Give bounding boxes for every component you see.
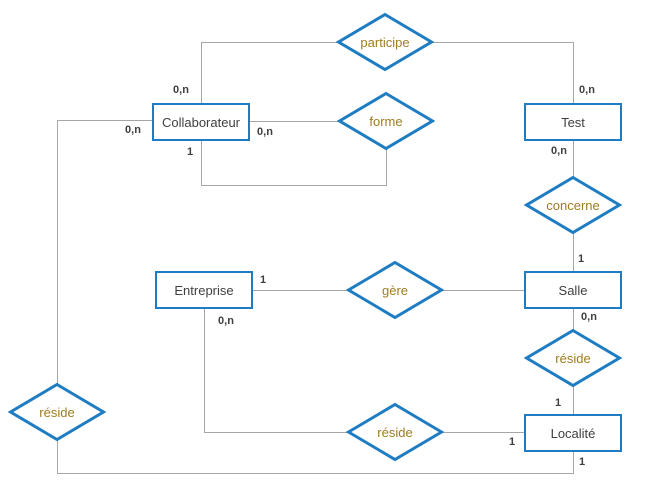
entity-label: Salle [558, 282, 588, 298]
entity-label: Collaborateur [161, 114, 241, 130]
connector-line [204, 308, 205, 432]
cardinality-collaborateur-reside: 0,n [125, 124, 141, 136]
cardinality-salle-reside: 0,n [581, 311, 597, 323]
connector-line [573, 140, 574, 178]
connector-line [430, 42, 573, 43]
connector-line [573, 42, 574, 103]
entity-label: Localité [550, 425, 596, 441]
relation-label: participe [360, 34, 410, 50]
connector-line [253, 290, 349, 291]
relation-gere[interactable]: gère [346, 260, 444, 320]
cardinality-localite-reside-salle: 1 [554, 397, 562, 409]
entity-collaborateur[interactable]: Collaborateur [152, 103, 250, 141]
relation-reside-collaborateur[interactable]: réside [8, 382, 106, 442]
connector-line [57, 120, 152, 121]
connector-line [57, 120, 58, 386]
diamond-shape-icon [336, 12, 434, 72]
cardinality-test-participe: 0,n [579, 84, 595, 96]
connector-line [201, 185, 387, 186]
cardinality-collaborateur-forme: 0,n [257, 126, 273, 138]
entity-label: Entreprise [174, 282, 234, 298]
diamond-shape-icon [8, 382, 106, 442]
entity-localite[interactable]: Localité [524, 414, 622, 452]
entity-test[interactable]: Test [524, 103, 622, 141]
connector-line [57, 439, 58, 474]
cardinality-collaborateur-participe: 0,n [173, 84, 189, 96]
diamond-shape-icon [524, 175, 622, 235]
connector-line [442, 290, 524, 291]
diamond-shape-icon [346, 402, 444, 462]
connector-line [573, 452, 574, 474]
entity-entreprise[interactable]: Entreprise [155, 271, 253, 309]
relation-forme[interactable]: forme [337, 91, 435, 151]
cardinality-entreprise-gere: 1 [259, 274, 267, 286]
diamond-shape-icon [524, 328, 622, 388]
connector-line [441, 432, 524, 433]
connector-line [573, 308, 574, 332]
relation-label: réside [377, 424, 413, 440]
relation-label: gère [381, 282, 409, 298]
relation-label: forme [369, 113, 403, 129]
connector-line [250, 121, 340, 122]
cardinality-collaborateur-forme-bas: 1 [186, 146, 194, 158]
cardinality-localite-reside-entreprise: 1 [508, 436, 516, 448]
connector-line [386, 148, 387, 186]
cardinality-salle-concerne: 1 [577, 253, 585, 265]
connector-line [573, 384, 574, 414]
connector-line [201, 42, 340, 43]
relation-participe[interactable]: participe [336, 12, 434, 72]
relation-label: réside [39, 404, 75, 420]
connector-line [201, 42, 202, 103]
diamond-shape-icon [346, 260, 444, 320]
connector-line [201, 140, 202, 186]
relation-reside-entreprise[interactable]: réside [346, 402, 444, 462]
cardinality-test-concerne: 0,n [551, 145, 567, 157]
diamond-shape-icon [337, 91, 435, 151]
connector-line [573, 232, 574, 272]
connector-line [204, 432, 350, 433]
relation-label: réside [555, 350, 591, 366]
relation-label: concerne [546, 197, 600, 213]
relation-reside-salle[interactable]: réside [524, 328, 622, 388]
connector-line [57, 473, 574, 474]
cardinality-entreprise-reside: 0,n [218, 315, 234, 327]
entity-label: Test [561, 114, 585, 130]
entity-salle[interactable]: Salle [524, 271, 622, 309]
relation-concerne[interactable]: concerne [524, 175, 622, 235]
cardinality-localite-reside-collaborateur: 1 [578, 456, 586, 468]
